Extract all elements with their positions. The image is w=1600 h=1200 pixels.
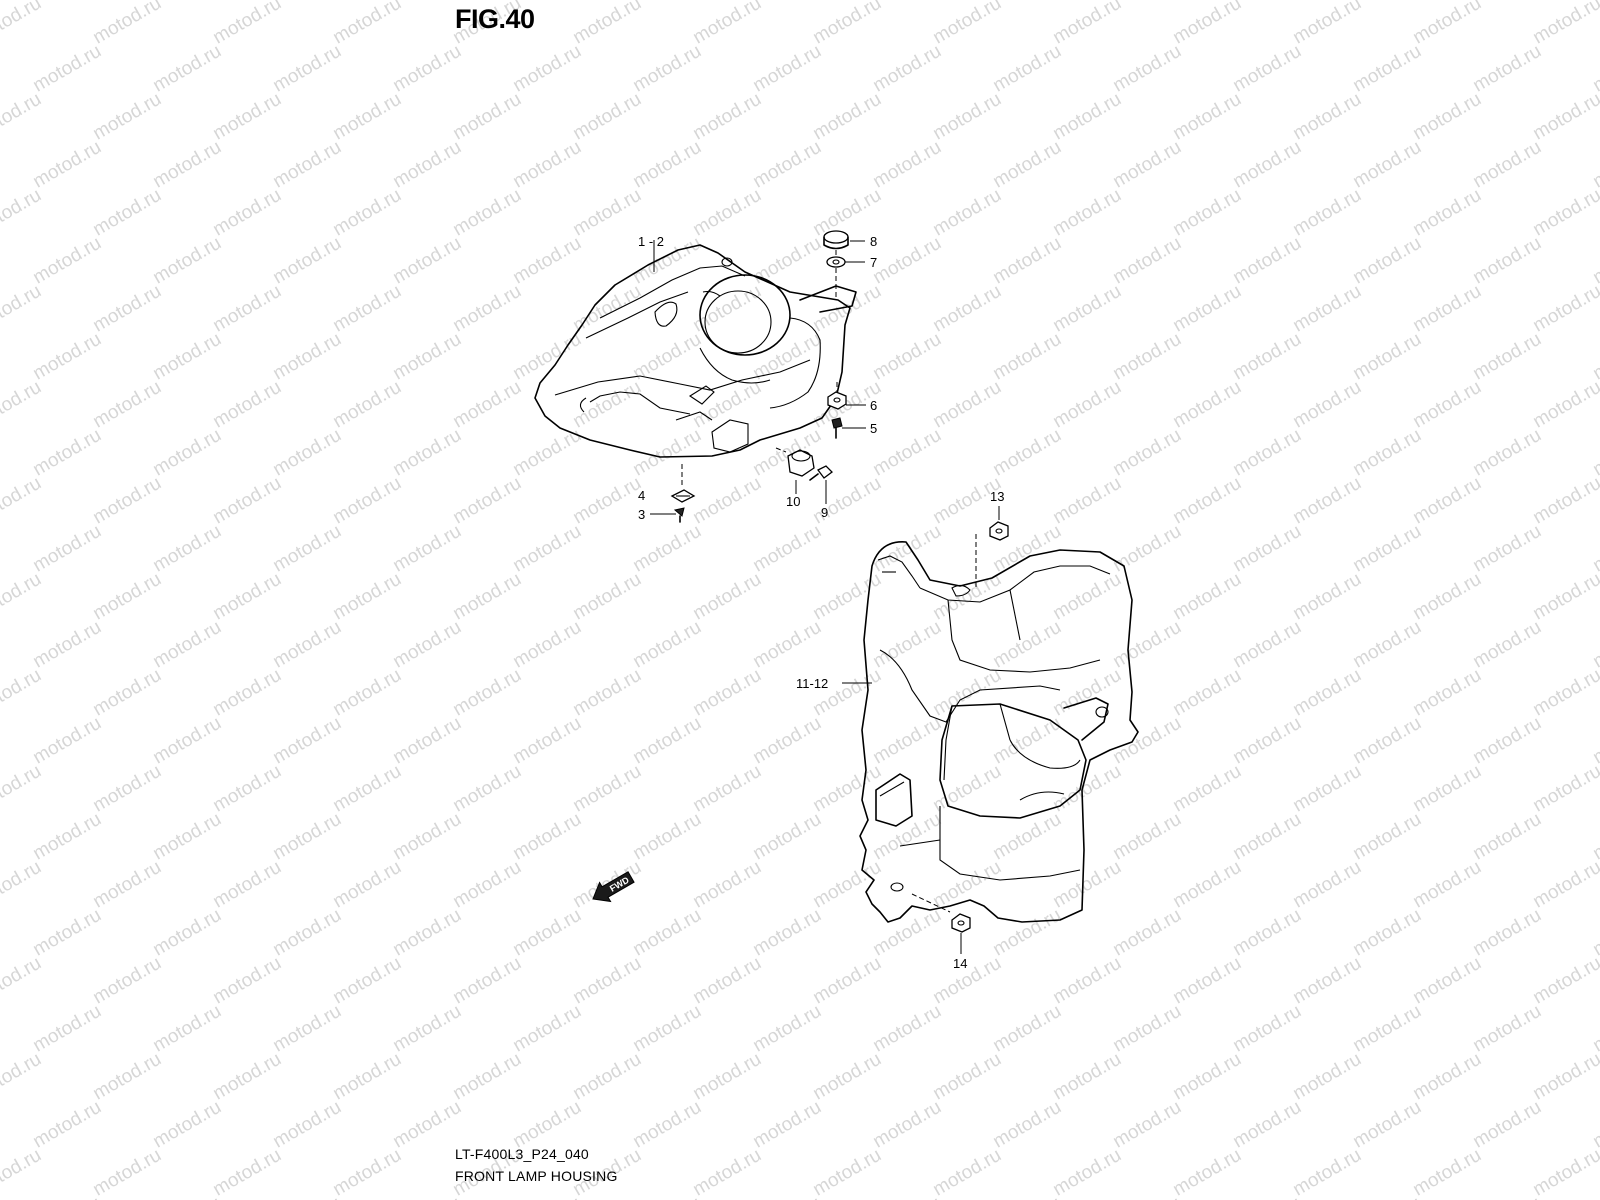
diagram-code: LT-F400L3_P24_040 — [455, 1146, 589, 1162]
screw-13 — [989, 521, 1009, 541]
screw-14 — [951, 913, 971, 933]
callout-10: 10 — [786, 494, 800, 509]
front-lamp-housing-lower — [859, 541, 1139, 923]
callout-8: 8 — [870, 234, 877, 249]
grommet-8 — [823, 230, 849, 250]
callout-4: 4 — [638, 488, 645, 503]
bolt-5 — [831, 417, 843, 439]
screw-9 — [809, 465, 833, 481]
diagram-name: FRONT LAMP HOUSING — [455, 1168, 618, 1184]
callout-13: 13 — [990, 489, 1004, 504]
callout-7: 7 — [870, 255, 877, 270]
nut-6 — [827, 391, 847, 410]
collar-7 — [826, 256, 846, 268]
cushion-10 — [787, 449, 815, 477]
screw-3 — [673, 507, 685, 523]
callout-9: 9 — [821, 505, 828, 520]
callout-labels: 1 - 2 8 7 6 5 4 3 10 9 13 11-12 14 — [638, 234, 1004, 971]
callout-5: 5 — [870, 421, 877, 436]
front-lamp-housing-upper — [534, 244, 857, 458]
figure-title: FIG.40 — [455, 4, 535, 34]
callout-6: 6 — [870, 398, 877, 413]
direction-arrow-icon: FWD — [592, 871, 635, 903]
callout-1-2: 1 - 2 — [638, 234, 664, 249]
callout-3: 3 — [638, 507, 645, 522]
callout-11-12: 11-12 — [796, 676, 828, 691]
callout-14: 14 — [953, 956, 967, 971]
leader-lines — [650, 240, 1000, 954]
